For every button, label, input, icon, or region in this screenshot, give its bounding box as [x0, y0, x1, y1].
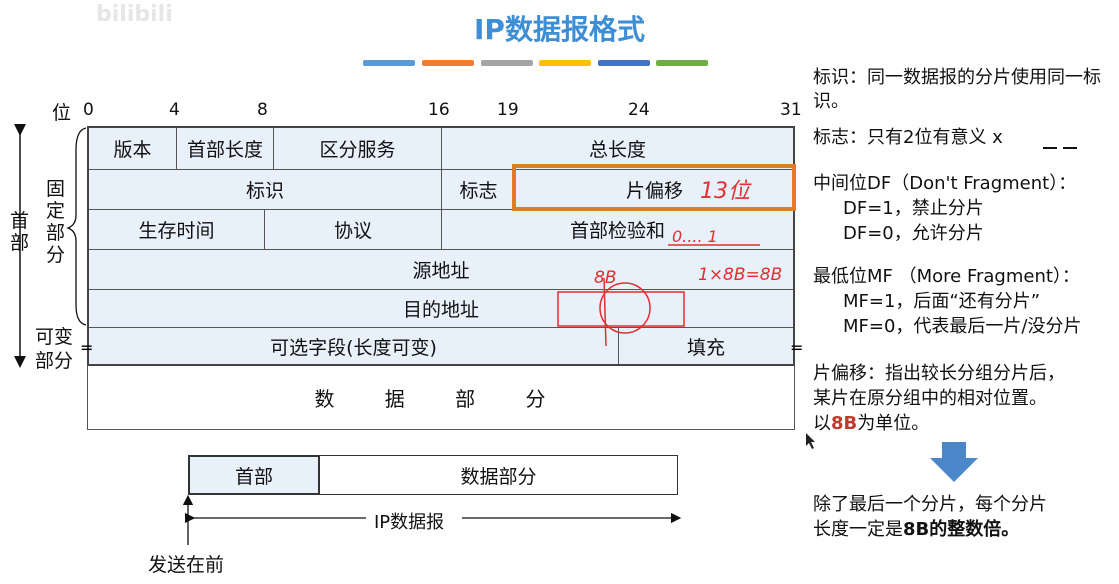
handwriting-calc: 1×8B=8B	[698, 265, 782, 285]
field-header-checksum: 首部检验和	[442, 210, 793, 250]
note-conclusion-1: 除了最后一个分片，每个分片	[813, 494, 1047, 515]
conclusion-arrow-icon	[930, 442, 978, 482]
field-header-length: 首部长度	[177, 128, 274, 170]
color-bar-4	[539, 60, 591, 66]
note-mf-title: 最低位MF （More Fragment）：	[813, 266, 1080, 287]
note-df1: DF=1，禁止分片	[843, 198, 984, 219]
color-bar-1	[363, 60, 415, 66]
mouse-cursor-icon	[806, 433, 815, 449]
field-destination-address: 目的地址	[89, 290, 793, 328]
color-bar-2	[422, 60, 474, 66]
variable-part-label-bottom: 部分	[35, 350, 74, 372]
color-bar-6	[656, 60, 708, 66]
field-diff-services: 区分服务	[274, 128, 442, 170]
note-flags: 标志：只有2位有意义 x	[813, 127, 1003, 148]
bit-tick-4: 4	[169, 100, 180, 120]
handwriting-circle	[599, 282, 651, 334]
note-offset-1: 片偏移：指出较长分组分片后，	[813, 363, 1065, 384]
note-df0: DF=0，允许分片	[843, 223, 984, 244]
packet-header-box: 首部	[188, 455, 320, 495]
variable-part-label-top: 可变	[35, 326, 74, 348]
send-first-label: 发送在前	[148, 554, 225, 576]
note-offset-2: 某片在原分组中的相对位置。	[813, 388, 1047, 409]
field-identification: 标识	[89, 170, 442, 210]
left-equals-mark: =	[80, 338, 93, 357]
field-protocol: 协议	[265, 210, 442, 250]
bit-tick-0: 0	[83, 100, 94, 120]
handwriting-vertical-stroke	[603, 277, 607, 347]
color-bar-3	[481, 60, 533, 66]
note-df-title: 中间位DF（Don't Fragment）：	[813, 173, 1077, 194]
bit-tick-8: 8	[257, 100, 268, 120]
packet-data-box: 数据部分	[320, 455, 678, 495]
field-options: 可选字段(长度可变)	[89, 328, 619, 364]
page-title: IP数据报格式	[474, 13, 645, 46]
note-mf1: MF=1，后面“还有分片”	[843, 291, 1041, 312]
handwriting-checksum-note: 0.... 1	[672, 227, 718, 246]
bit-tick-19: 19	[497, 100, 519, 120]
fragment-offset-highlight	[512, 164, 796, 211]
packet-length-label: IP数据报	[370, 508, 449, 534]
field-version: 版本	[89, 128, 177, 170]
data-part: 数 据 部 分	[87, 366, 795, 430]
watermark: bilibili	[96, 2, 173, 27]
field-total-length: 总长度	[442, 128, 793, 170]
field-source-address: 源地址	[89, 250, 793, 290]
right-equals-mark: =	[790, 338, 803, 357]
note-conclusion-2: 长度一定是8B的整数倍。	[813, 519, 1020, 540]
handwriting-8b: 8B	[594, 268, 616, 288]
fixed-part-label: 固定部分	[46, 178, 66, 266]
note-mf0: MF=0，代表最后一片/没分片	[843, 316, 1082, 337]
bit-tick-31: 31	[780, 100, 802, 120]
bit-tick-16: 16	[428, 100, 450, 120]
note-offset-3: 以8B为单位。	[813, 413, 930, 434]
fixed-part-brace	[66, 127, 87, 326]
field-padding: 填充	[686, 336, 725, 359]
color-bar-5	[598, 60, 650, 66]
handwriting-13bits: 13位	[700, 179, 752, 204]
handwriting-box	[557, 291, 685, 327]
bit-axis-label: 位	[52, 102, 72, 124]
bit-tick-24: 24	[628, 100, 650, 120]
field-ttl: 生存时间	[89, 210, 265, 250]
note-identification: 标识：同一数据报的分片使用同一标识。	[813, 67, 1101, 112]
